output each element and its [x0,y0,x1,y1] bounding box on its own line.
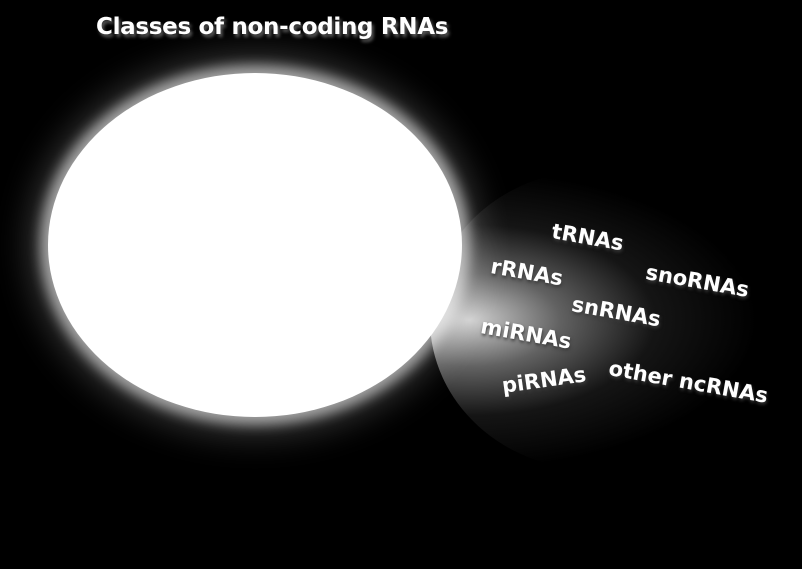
diagram-title: Classes of non-coding RNAs [96,14,449,40]
label-cloud-glow [430,170,760,470]
cell-ellipse [48,73,462,417]
